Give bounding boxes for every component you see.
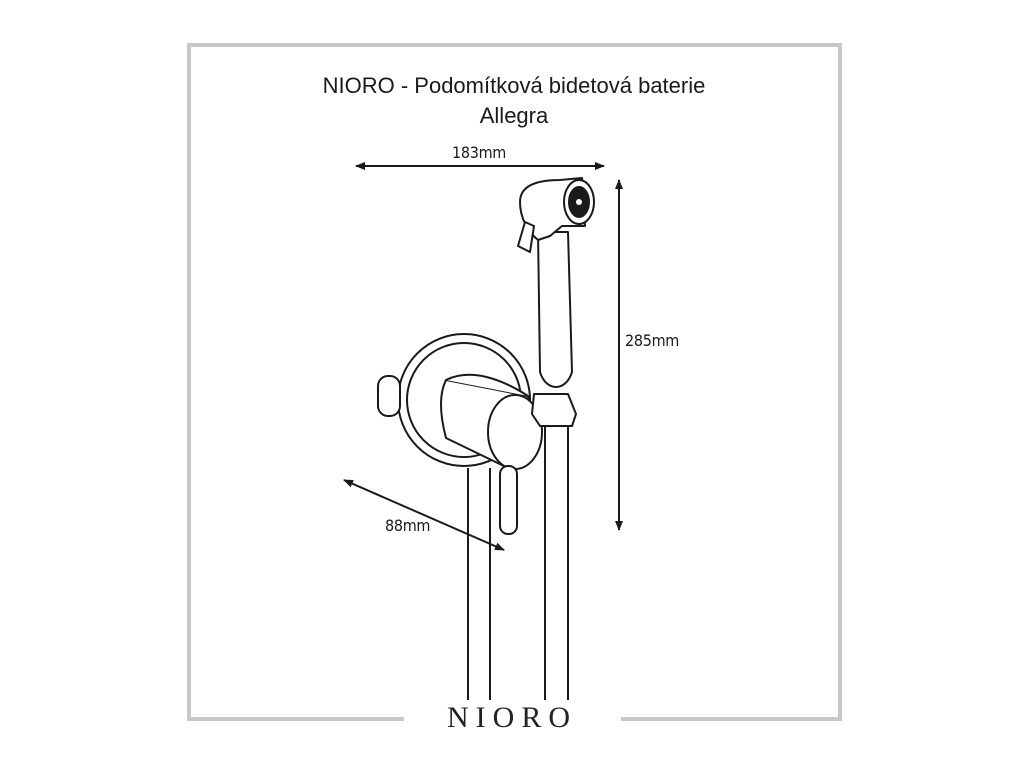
diagram-title: NIORO - Podomítková bidetová baterie All… bbox=[188, 71, 840, 131]
outer-frame bbox=[187, 43, 842, 721]
depth-dimension-arrow bbox=[343, 479, 505, 551]
title-line-1: NIORO - Podomítková bidetová baterie bbox=[322, 73, 706, 98]
depth-dimension-label: 88mm bbox=[385, 516, 431, 535]
width-dimension-label: 183mm bbox=[452, 143, 507, 162]
title-line-2: Allegra bbox=[479, 103, 549, 128]
height-dimension-label: 285mm bbox=[625, 331, 680, 350]
lever-handle bbox=[499, 465, 518, 535]
bidet-faucet-drawing bbox=[377, 177, 595, 700]
hand-shower bbox=[517, 177, 595, 388]
brand-logo: NIORO bbox=[447, 701, 577, 734]
hose bbox=[467, 418, 569, 700]
shower-holder bbox=[531, 393, 577, 427]
